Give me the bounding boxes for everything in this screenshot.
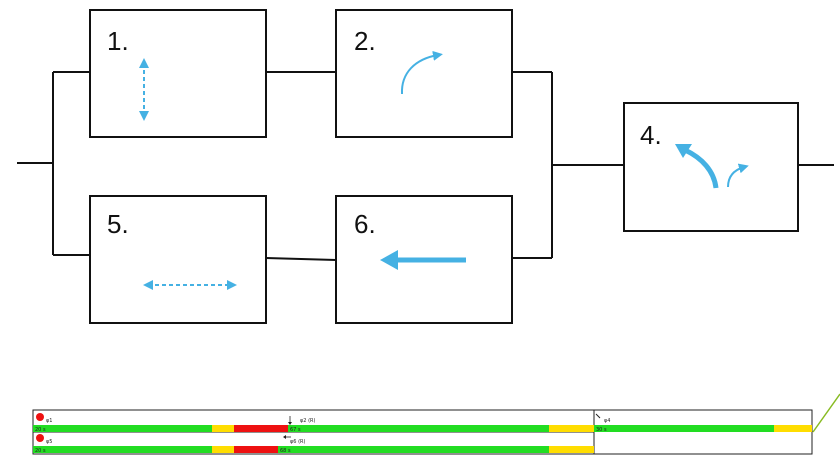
phi-5-duration: 20 s bbox=[35, 448, 46, 454]
timing-diagram: φ1 φ2 (R) φ4 φ5 φ6 (R) 20 s 67 s 30 s 20… bbox=[32, 409, 813, 455]
ring-1-marker bbox=[36, 413, 44, 421]
phase-4-box: 4. bbox=[623, 102, 799, 232]
phi-4-duration: 30 s bbox=[596, 427, 607, 433]
phase-1-label: 1. bbox=[107, 26, 129, 56]
phase-5-label: 5. bbox=[107, 209, 129, 239]
phase-5-box: 5. bbox=[89, 195, 267, 324]
phi-6-arrow-icon bbox=[283, 435, 291, 439]
phase-6-box: 6. bbox=[335, 195, 513, 324]
phase-6-label: 6. bbox=[354, 209, 376, 239]
phi-2-arrow-icon bbox=[288, 416, 292, 425]
diagonal-line bbox=[812, 393, 840, 433]
phi-6-duration: 68 s bbox=[280, 448, 291, 454]
phi-4-arrow-icon bbox=[595, 413, 601, 419]
phase-2-label: 2. bbox=[354, 26, 376, 56]
ring-1-bar bbox=[33, 425, 812, 432]
phase-4-label: 4. bbox=[640, 120, 662, 150]
left-arrow-icon bbox=[380, 250, 466, 270]
left-turn-arrow-icon bbox=[675, 144, 719, 189]
curved-arrow-right-icon bbox=[400, 50, 443, 95]
phi-1-label: φ1 bbox=[46, 418, 52, 424]
phi-5-label: φ5 bbox=[46, 439, 52, 445]
right-turn-arrow-icon bbox=[727, 163, 749, 188]
phi-2-label: φ2 (R) bbox=[300, 418, 315, 424]
ring-2-bar bbox=[33, 446, 594, 453]
phi-2-duration: 67 s bbox=[290, 427, 301, 433]
phi-1-duration: 20 s bbox=[35, 427, 46, 433]
connector-lines bbox=[17, 71, 834, 261]
phase-1-box: 1. bbox=[89, 9, 267, 138]
phi-6-label: φ6 (R) bbox=[290, 439, 305, 445]
phi-4-label: φ4 bbox=[604, 418, 610, 424]
ring-2-marker bbox=[36, 434, 44, 442]
phase-2-box: 2. bbox=[335, 9, 513, 138]
